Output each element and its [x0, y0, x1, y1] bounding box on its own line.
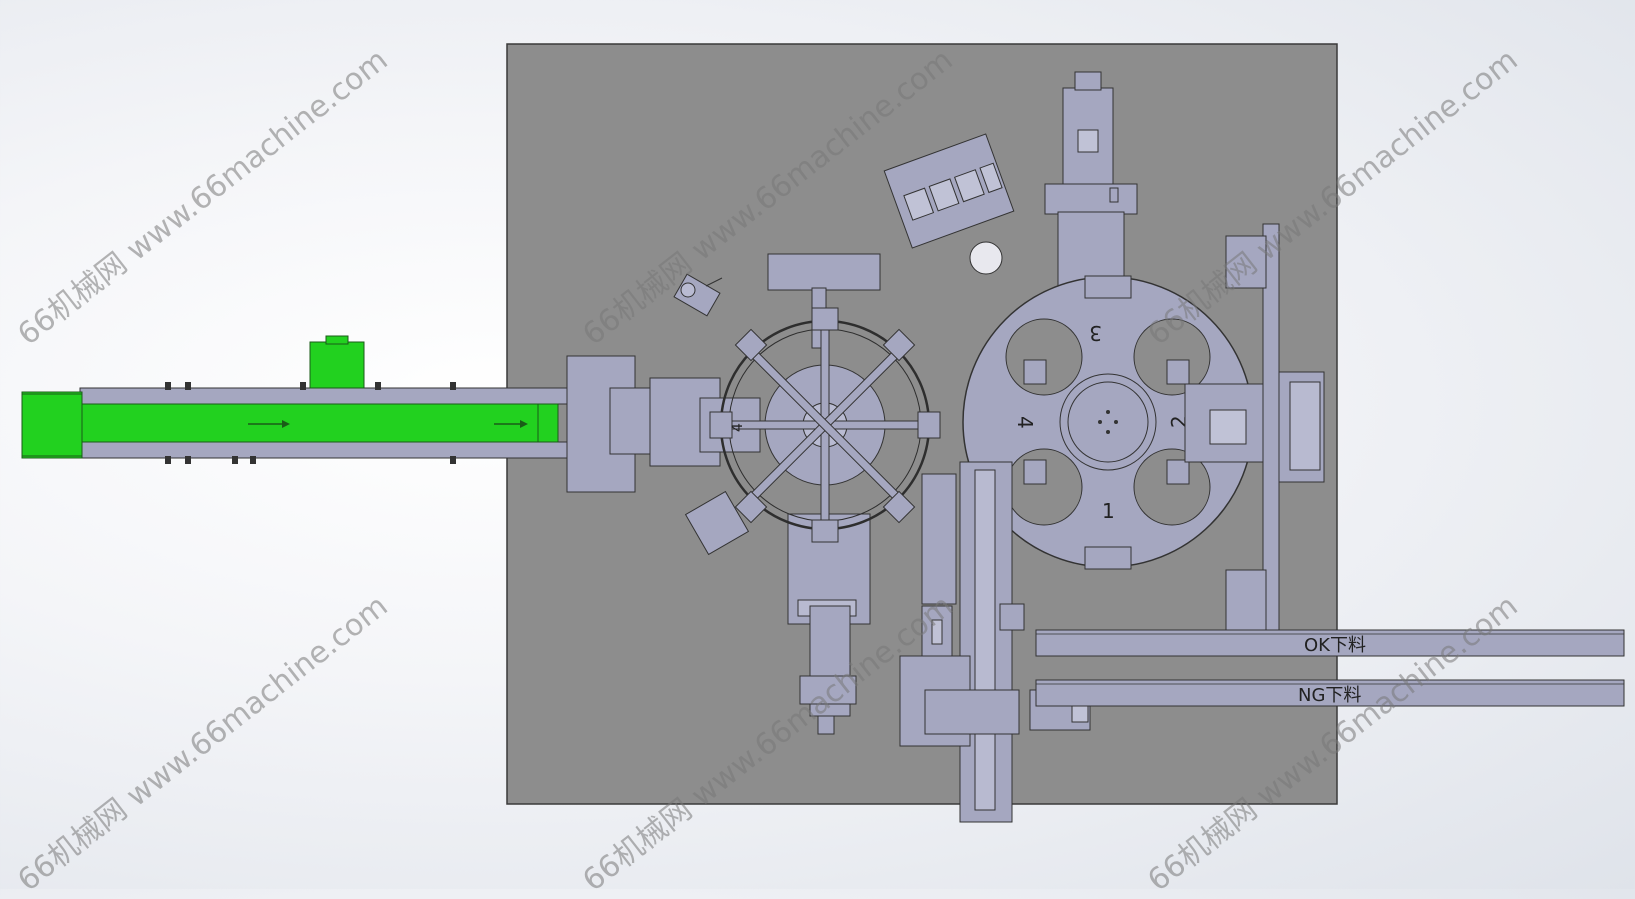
station-label-1: 1 — [1102, 499, 1115, 523]
bottom-left-station — [799, 605, 857, 735]
right-station — [1184, 223, 1325, 635]
arrow-right-icon — [494, 420, 528, 428]
round-pad — [969, 241, 1003, 275]
station-label-4: 4 — [1013, 416, 1037, 429]
arrow-right-icon — [248, 420, 290, 428]
ok-chute-label: OK下料 — [1304, 635, 1366, 656]
nozzle-block — [883, 133, 1015, 249]
infeed-conveyor — [21, 335, 761, 493]
ng-chute-label: NG下料 — [1298, 685, 1361, 706]
ok-chute: OK下料 — [1035, 629, 1625, 657]
rotary-table: 1 3 2 4 — [962, 275, 1254, 570]
star-wheel-station: 4 — [684, 253, 941, 625]
sensor-bracket — [673, 273, 723, 317]
bottom-slide — [899, 461, 1091, 823]
station-label-3: 3 — [1089, 321, 1102, 345]
ng-chute: NG下料 — [1035, 679, 1625, 707]
station-label-left-4: 4 — [730, 423, 746, 432]
